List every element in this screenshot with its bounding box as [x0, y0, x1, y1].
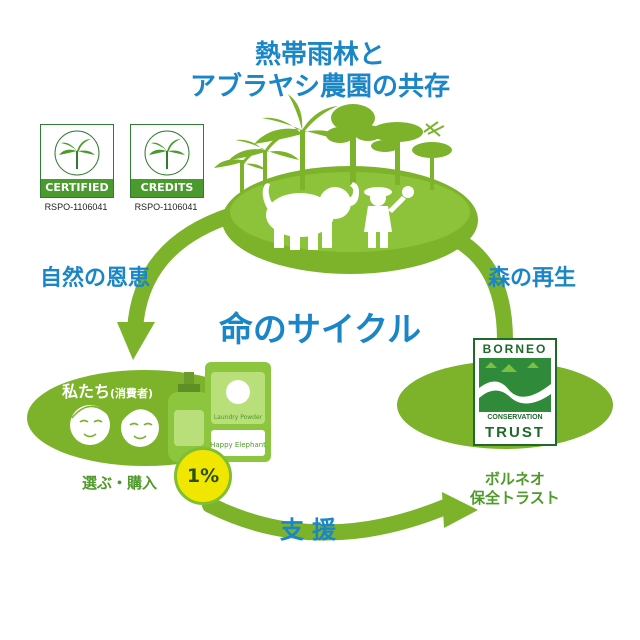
palm-tree-icon: [214, 148, 266, 192]
dragonfly-icon: [423, 121, 445, 137]
page-title-line2: アブラヤシ農園の共存: [189, 72, 450, 102]
pouch-name: Laundry Powder: [214, 414, 263, 421]
step-nature-benefit: 自然の恩恵: [40, 266, 151, 291]
arrow-bottom: [202, 497, 458, 541]
step-forest-regeneration: 森の再生: [488, 266, 577, 291]
percent-badge: 1%: [174, 447, 232, 505]
badge-band: CERTIFIED: [41, 179, 113, 197]
river-icon: [479, 358, 551, 412]
arrow-icon: [442, 492, 478, 528]
forest-trees: [214, 94, 452, 195]
rspo-credits-badge: CREDITS RSPO-1106041: [130, 124, 204, 212]
rspo-certified-badge: CERTIFIED RSPO-1106041: [40, 124, 114, 212]
face-icon: [121, 409, 159, 447]
consumer-label-main: 私たち: [62, 382, 111, 401]
cycle-title: 命のサイクル: [218, 310, 422, 350]
borneo-conservation-trust-logo: BORNEO CONSERVATION TRUST: [473, 338, 557, 446]
badge-code: RSPO-1106041: [44, 202, 108, 212]
palm-tree-icon: [144, 130, 190, 176]
consumer-action: 選ぶ・購入: [82, 474, 158, 492]
palm-tree-icon: [229, 132, 299, 195]
powder-pouch: Happy Elephant Laundry Powder: [205, 362, 271, 462]
elephant-icon: [262, 182, 359, 250]
palm-tree-icon: [54, 130, 100, 176]
tree-icon: [371, 122, 423, 185]
consumer-label: 私たち(消費者): [62, 378, 153, 402]
page-title-line1: 熱帯雨林と: [254, 40, 385, 70]
arrow-left: [127, 207, 240, 338]
trust-label: ボルネオ 保全トラスト: [470, 470, 560, 508]
logo-top: BORNEO: [482, 342, 548, 356]
step-support: 支援: [280, 516, 344, 544]
badge-band: CREDITS: [131, 179, 203, 197]
liquid-bottle: [168, 372, 210, 462]
explorer-icon: [364, 186, 414, 248]
tree-icon: [412, 142, 452, 190]
pouch-brand: Happy Elephant: [210, 441, 266, 449]
face-icon: [70, 405, 110, 445]
logo-bottom: TRUST: [485, 424, 545, 441]
logo-mid: CONSERVATION: [487, 414, 543, 421]
trust-label-line1: ボルネオ: [484, 470, 545, 488]
palm-tree-icon: [254, 94, 348, 190]
trust-label-line2: 保全トラスト: [470, 489, 560, 507]
badge-code: RSPO-1106041: [134, 202, 198, 212]
consumer-label-note: (消費者): [110, 387, 154, 400]
arrow-icon: [117, 322, 155, 360]
